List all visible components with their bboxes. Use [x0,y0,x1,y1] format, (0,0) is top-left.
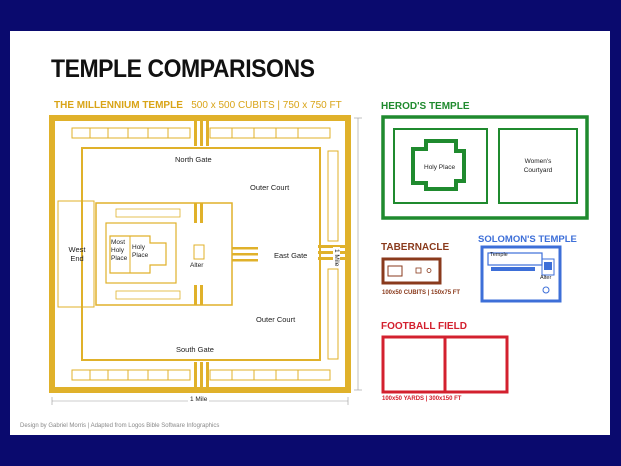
solomons-alter-label: Alter [540,275,552,281]
most-holy-place-label: Most Holy Place [111,239,128,262]
holy-place-label: Holy Place [132,244,149,259]
alter-label: Alter [190,262,204,269]
solomons-alter-fill [544,262,552,270]
tabernacle-title: TABERNACLE [381,242,450,253]
north-gate-label: North Gate [175,155,212,164]
millennium-temple-name: THE MILLENNIUM TEMPLE [54,100,183,111]
solomons-temple-title: SOLOMON'S TEMPLE [478,234,577,245]
north-chambers-right [209,127,331,139]
millennium-gates [194,116,350,392]
tabernacle-caption: 100x50 CUBITS | 150x75 FT [382,290,461,296]
page-title: TEMPLE COMPARISONS [51,55,315,83]
solomons-temple-plan [480,245,562,303]
millennium-temple-dims: 500 x 500 CUBITS | 750 x 750 FT [191,100,342,111]
south-gate-label: South Gate [176,345,214,354]
south-chambers-left [71,369,191,381]
herods-holy-place-label: Holy Place [424,164,456,171]
herods-temple-title: HEROD'S TEMPLE [381,101,470,112]
design-credit: Design by Gabriel Morris | Adapted from … [20,423,220,429]
tabernacle-plan [381,257,442,285]
south-chambers-right [209,369,331,381]
football-field-caption: 100x50 YARDS | 300x150 FT [382,396,462,402]
outer-court-bottom-label: Outer Court [256,315,296,324]
east-chambers-top [327,150,339,242]
solomons-temple-body [491,267,535,271]
scale-bottom-label: 1 Mile [188,396,210,403]
scale-right-label: 1 Mile [333,247,340,269]
west-end-block [57,200,95,308]
solomons-temple-label: Temple [490,252,508,258]
outer-court-top-label: Outer Court [250,183,290,192]
east-chambers-bottom [327,268,339,360]
east-gate-label: East Gate [274,251,308,260]
holy-place-outline [109,235,167,274]
west-end-label: West End [68,245,86,263]
womens-courtyard-label: Women's Courtyard [523,158,553,174]
football-field-title: FOOTBALL FIELD [381,321,467,332]
alter-box [193,244,205,260]
slide: TEMPLE COMPARISONS THE MILLENNIUM TEMPLE… [10,31,610,435]
millennium-temple-title: THE MILLENNIUM TEMPLE 500 x 500 CUBITS |… [54,100,342,111]
sanctuary-building [105,222,177,284]
north-chambers-left [71,127,191,139]
football-field-plan [381,335,509,394]
temple-diagram-graphics [49,115,589,405]
herods-temple-plan [381,115,589,220]
